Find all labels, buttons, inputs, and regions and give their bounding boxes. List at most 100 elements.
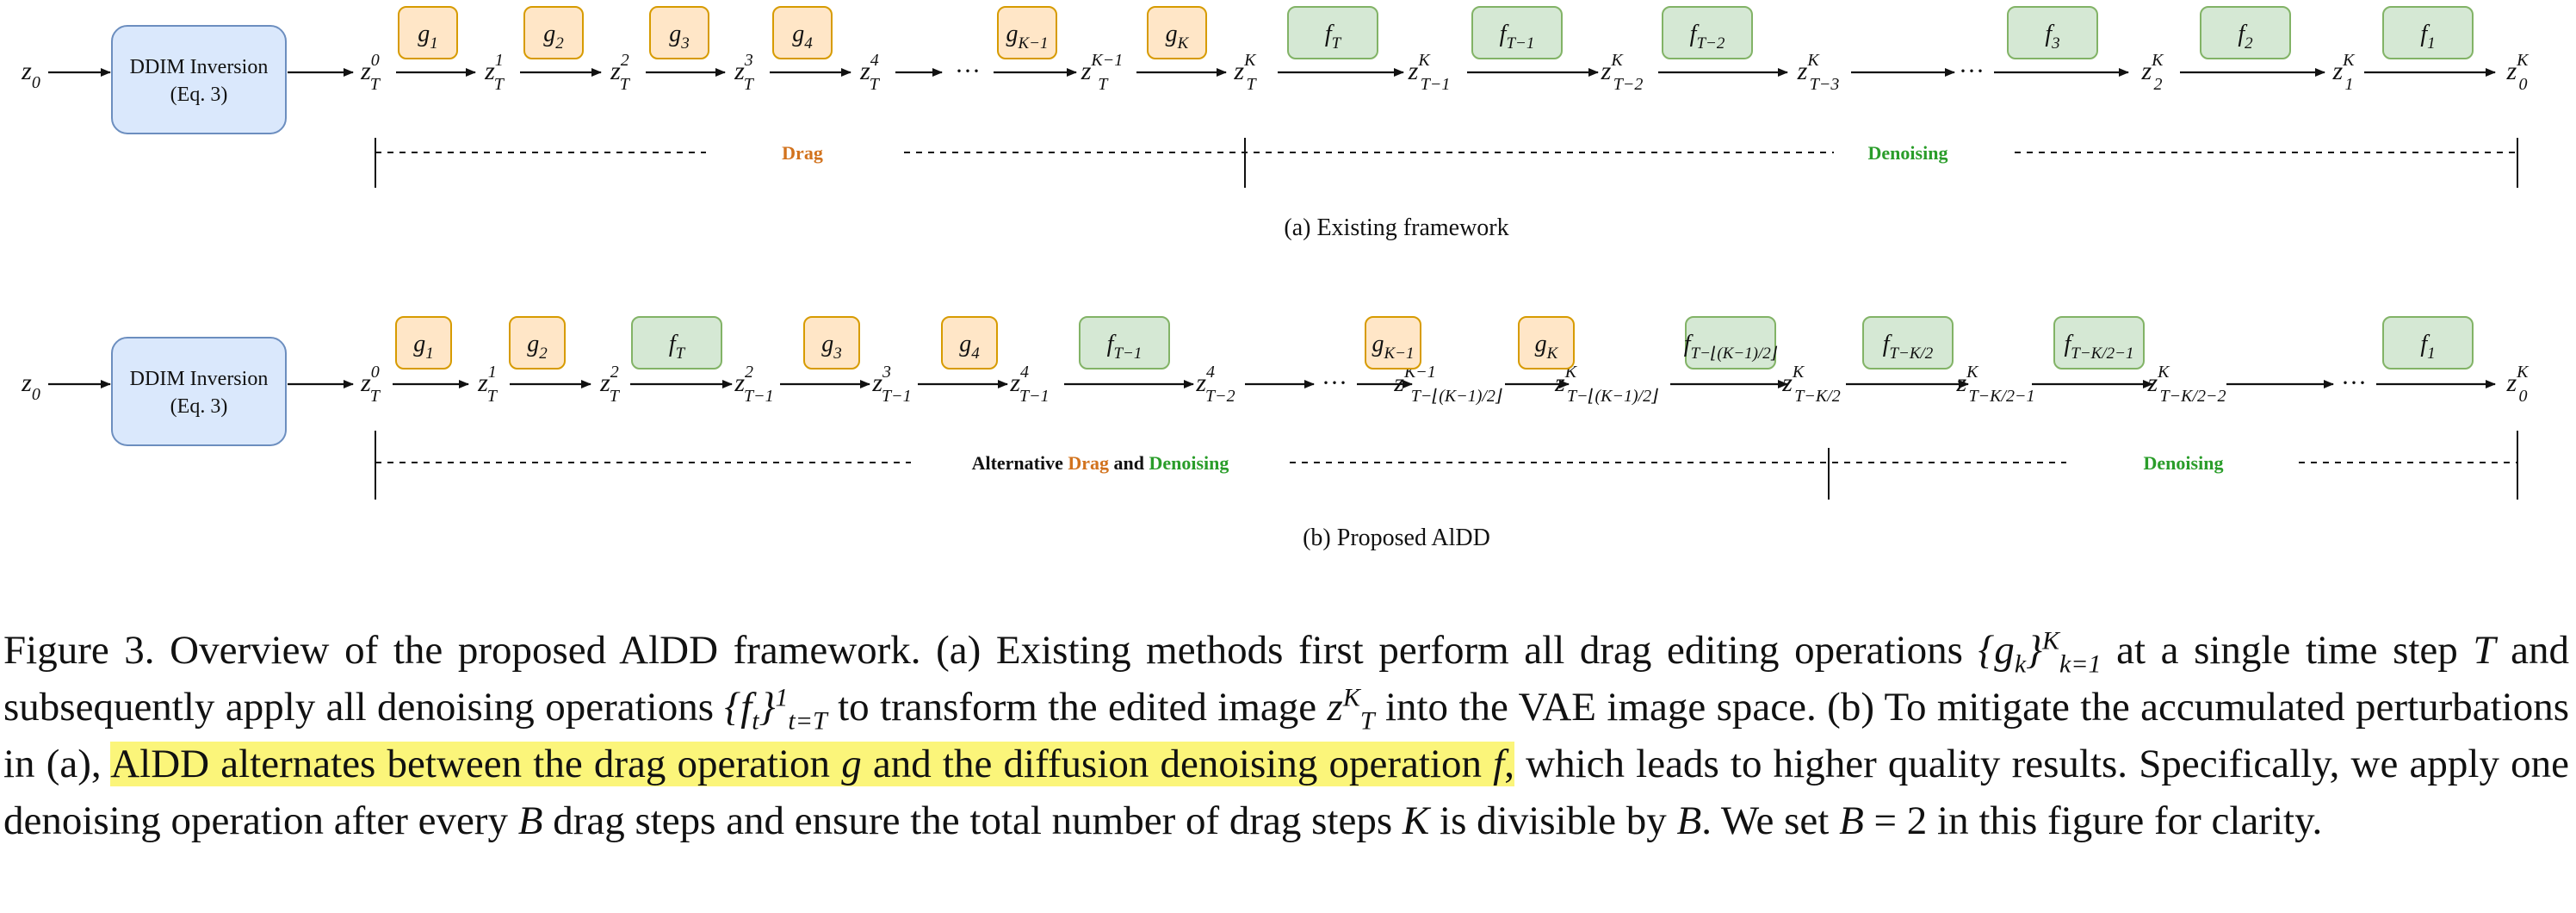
drag-op-box-b-4 bbox=[941, 316, 998, 370]
latent-node-a-0: z0 bbox=[21, 57, 40, 92]
denoise-op-label-a-11: f1 bbox=[2420, 21, 2435, 53]
drag-op-label-b-4: g4 bbox=[959, 331, 980, 363]
drag-op-box-b-7 bbox=[1518, 316, 1575, 370]
caption-math-gk: {gk}Kk=1 bbox=[1978, 626, 2102, 679]
denoise-op-label-b-9: fT−K/2 bbox=[1883, 331, 1934, 363]
denoise-op-label-b-2: fT bbox=[669, 331, 686, 363]
drag-op-label-a-4: gK−1 bbox=[1006, 21, 1049, 53]
denoise-op-label-a-9: f3 bbox=[2045, 21, 2059, 53]
denoise-op-label-a-6: fT bbox=[1325, 21, 1342, 53]
caption-text-5: into the VAE image space. (b) To mitigat… bbox=[3, 685, 2570, 786]
subcaption-a: (a) Existing framework bbox=[1284, 214, 1508, 241]
phase-label-denoise-b: Denoising bbox=[2144, 452, 2224, 474]
ddim-box-line2-a: (Eq. 3) bbox=[170, 84, 228, 106]
denoise-op-box-a-7 bbox=[1471, 6, 1563, 59]
drag-op-label-b-1: g2 bbox=[527, 331, 548, 363]
phase-alt-and: and bbox=[1109, 452, 1149, 474]
drag-op-box-b-1 bbox=[509, 316, 566, 370]
drag-op-label-b-3: g3 bbox=[821, 331, 842, 363]
caption-math-B2: B bbox=[1676, 798, 1702, 843]
denoise-op-label-b-11: f1 bbox=[2420, 331, 2435, 363]
denoise-op-label-b-8: fT−⌊(K−1)/2⌋ bbox=[1684, 331, 1778, 363]
subcaption-b: (b) Proposed AlDD bbox=[1303, 525, 1490, 551]
caption-text-3: and subsequently apply all denoising ope… bbox=[3, 628, 2569, 730]
drag-op-box-a-5 bbox=[1147, 6, 1207, 59]
phase-label-alternative-b: Alternative Drag and Denoising bbox=[972, 452, 1229, 474]
drag-op-label-b-6: gK−1 bbox=[1372, 331, 1415, 363]
denoise-op-label-a-8: fT−2 bbox=[1690, 21, 1725, 53]
caption-math-T: T bbox=[2473, 628, 2496, 673]
denoise-op-box-a-9 bbox=[2007, 6, 2098, 59]
phase-alt-prefix: Alternative bbox=[972, 452, 1068, 474]
caption-label: Figure 3. bbox=[3, 628, 155, 673]
latent-node-a-12: ··· bbox=[1959, 57, 1985, 85]
drag-op-box-b-6 bbox=[1365, 316, 1421, 370]
ddim-inversion-box-b bbox=[111, 337, 287, 446]
panel-b-operations: g1 g2 fT g3 g4 fT−1 gK−1 gK fT−⌊(K−1)/2⌋ fT−K/2 fT… bbox=[395, 316, 2474, 370]
caption-text-2: at a single time step bbox=[2101, 628, 2474, 673]
denoise-op-label-a-7: fT−1 bbox=[1500, 21, 1535, 53]
denoise-op-box-b-2 bbox=[631, 316, 722, 370]
figure-caption: Figure 3. Overview of the proposed AlDD … bbox=[3, 622, 2569, 849]
caption-math-B1: B bbox=[517, 798, 543, 843]
denoise-op-label-a-10: f2 bbox=[2238, 21, 2253, 53]
phase-alt-drag: Drag bbox=[1068, 452, 1109, 474]
ddim-inversion-box-a bbox=[111, 25, 287, 134]
drag-op-label-a-0: g1 bbox=[418, 21, 438, 53]
denoise-op-box-a-11 bbox=[2382, 6, 2474, 59]
latent-node-b-8: ··· bbox=[1322, 369, 1347, 397]
drag-op-label-a-2: g3 bbox=[669, 21, 690, 53]
drag-op-label-a-1: g2 bbox=[543, 21, 564, 53]
denoise-op-label-b-5: fT−1 bbox=[1107, 331, 1142, 363]
caption-text-7: drag steps and ensure the total number o… bbox=[542, 798, 1403, 843]
drag-op-label-b-7: gK bbox=[1535, 331, 1559, 363]
drag-op-box-a-4 bbox=[997, 6, 1057, 59]
phase-alt-denoise: Denoising bbox=[1149, 452, 1229, 474]
drag-op-box-b-3 bbox=[803, 316, 860, 370]
caption-text-4: to transform the edited image bbox=[827, 685, 1328, 730]
ddim-box-line1-a: DDIM Inversion bbox=[130, 56, 269, 78]
denoise-op-box-b-8 bbox=[1685, 316, 1776, 370]
drag-op-box-a-0 bbox=[398, 6, 458, 59]
denoise-op-box-a-8 bbox=[1662, 6, 1753, 59]
latent-node-b-0: z0 bbox=[21, 369, 40, 404]
caption-text-6: which leads to higher quality results. S… bbox=[3, 742, 2569, 843]
denoise-op-box-b-11 bbox=[2382, 316, 2474, 370]
denoise-op-box-b-10 bbox=[2053, 316, 2145, 370]
ddim-box-line2-b: (Eq. 3) bbox=[170, 395, 228, 418]
caption-highlight: AlDD alternates between the drag operati… bbox=[110, 742, 1514, 786]
drag-op-label-a-5: gK bbox=[1166, 21, 1190, 53]
drag-op-box-a-2 bbox=[649, 6, 709, 59]
drag-op-label-b-0: g1 bbox=[413, 331, 434, 363]
latent-node-a-6: ··· bbox=[955, 57, 981, 85]
denoise-op-label-b-10: fT−K/2−1 bbox=[2065, 331, 2134, 363]
ddim-box-line1-b: DDIM Inversion bbox=[130, 368, 269, 390]
